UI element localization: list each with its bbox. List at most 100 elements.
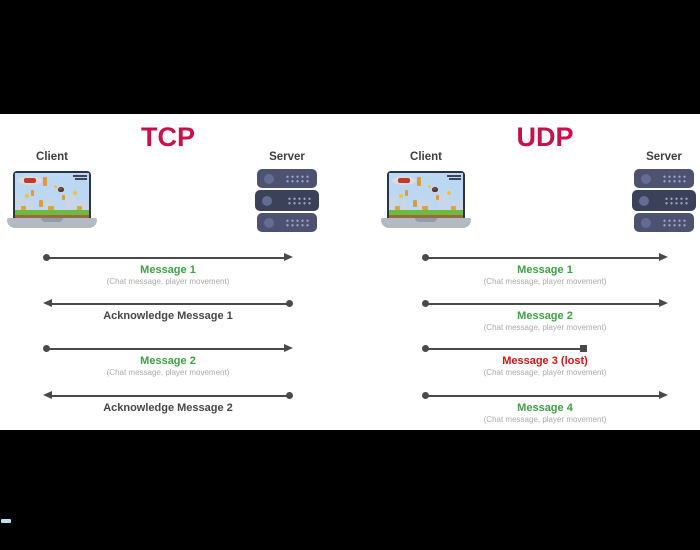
skyline-icon xyxy=(45,198,53,211)
score-text xyxy=(73,175,87,177)
player-character-icon xyxy=(58,187,64,192)
coin-icon xyxy=(73,191,77,195)
laptop-notch xyxy=(41,218,63,222)
falling-item-icon xyxy=(62,195,65,200)
message-subtitle: (Chat message, player movement) xyxy=(106,277,230,286)
blimp-icon xyxy=(392,176,416,185)
score-text xyxy=(449,178,461,180)
video-ui-artifact xyxy=(1,519,11,523)
tcp-message-2-row: Message 2 (Chat message, player movement… xyxy=(43,344,293,377)
tcp-ack-2-row: Acknowledge Message 2 xyxy=(43,391,293,414)
arrowhead-icon xyxy=(284,344,293,352)
game-screenshot xyxy=(389,173,463,218)
falling-item-icon xyxy=(31,190,34,196)
player-character-icon xyxy=(432,187,438,192)
skyline-icon xyxy=(400,201,407,211)
udp-message-4-row: Message 4 (Chat message, player movement… xyxy=(422,391,668,424)
arrowhead-icon xyxy=(659,391,668,399)
message-label: Message 2 xyxy=(140,355,196,367)
udp-panel: UDP Client xyxy=(350,114,700,430)
arrowhead-icon xyxy=(284,253,293,261)
server-rack-icon xyxy=(255,169,319,232)
score-text xyxy=(75,178,87,180)
game-screenshot xyxy=(15,173,89,218)
coin-icon xyxy=(54,185,57,188)
falling-item-icon xyxy=(39,200,43,207)
skyline-icon xyxy=(419,198,427,211)
diagram-canvas: TCP Client xyxy=(0,114,700,523)
server-vents-icon xyxy=(662,218,687,227)
message-subtitle: (Chat message, player movement) xyxy=(483,323,607,332)
grass-ground xyxy=(15,210,89,215)
skyline-icon xyxy=(78,200,89,211)
server-vents-icon xyxy=(287,196,312,205)
dirt-ground xyxy=(389,215,463,218)
lost-square-end-icon xyxy=(580,345,587,352)
arrow-line xyxy=(51,302,290,305)
laptop-notch xyxy=(415,218,437,222)
arrow-line xyxy=(46,256,285,259)
server-light-icon xyxy=(641,217,651,228)
tcp-ack-1-row: Acknowledge Message 1 xyxy=(43,299,293,322)
ground-item-icon xyxy=(422,206,428,210)
blimp-logo xyxy=(398,178,410,183)
origin-dot-icon xyxy=(286,300,293,307)
laptop-base xyxy=(381,218,471,228)
arrow-line xyxy=(46,347,285,350)
ground-item-icon xyxy=(48,206,54,210)
grass-ground xyxy=(389,210,463,215)
ground-item-icon xyxy=(451,206,456,210)
skyline-icon xyxy=(26,201,33,211)
message-label: Message 2 xyxy=(517,310,573,322)
skyline-icon xyxy=(15,196,24,211)
udp-message-3-lost-row: Message 3 (lost) (Chat message, player m… xyxy=(422,344,668,377)
message-subtitle: (Chat message, player movement) xyxy=(483,277,607,286)
arrowhead-icon xyxy=(659,299,668,307)
arrowhead-icon xyxy=(659,253,668,261)
server-vents-icon xyxy=(664,196,689,205)
laptop-icon xyxy=(381,171,471,228)
dirt-ground xyxy=(15,215,89,218)
udp-server: Server xyxy=(632,151,696,234)
laptop-icon xyxy=(7,171,97,228)
udp-client-label: Client xyxy=(410,151,442,163)
message-label: Message 1 xyxy=(517,264,573,276)
message-subtitle: (Chat message, player movement) xyxy=(483,368,607,377)
tcp-client-label: Client xyxy=(36,151,68,163)
ack-label: Acknowledge Message 2 xyxy=(103,402,233,414)
tcp-panel: TCP Client xyxy=(0,114,350,430)
falling-item-icon xyxy=(43,177,47,186)
falling-item-icon xyxy=(413,200,417,207)
arrow-right-icon xyxy=(422,253,668,262)
tcp-client: Client xyxy=(7,151,97,228)
udp-client: Client xyxy=(381,151,471,228)
arrow-line xyxy=(51,394,290,397)
server-unit xyxy=(634,169,694,188)
falling-item-icon xyxy=(417,177,421,186)
player-wing xyxy=(59,188,62,190)
server-light-icon xyxy=(262,195,272,206)
server-unit xyxy=(257,213,317,232)
arrow-right-icon xyxy=(422,299,668,308)
arrowhead-icon xyxy=(43,299,52,307)
arrow-line xyxy=(425,302,660,305)
arrow-left-icon xyxy=(43,391,293,400)
skyline-icon xyxy=(439,194,449,211)
blimp-icon xyxy=(18,176,42,185)
lost-message-line-icon xyxy=(422,344,668,353)
skyline-icon xyxy=(65,194,75,211)
tcp-server: Server xyxy=(255,151,319,234)
arrow-right-icon xyxy=(422,391,668,400)
server-unit xyxy=(634,213,694,232)
ack-label: Acknowledge Message 1 xyxy=(103,310,233,322)
skyline-icon xyxy=(389,196,398,211)
arrow-line xyxy=(425,394,660,397)
message-subtitle: (Chat message, player movement) xyxy=(106,368,230,377)
ground-item-icon xyxy=(77,206,82,210)
ground-item-icon xyxy=(395,206,400,210)
score-text xyxy=(447,175,461,177)
ground-item-icon xyxy=(21,206,26,210)
coin-icon xyxy=(399,194,403,198)
udp-server-label: Server xyxy=(646,151,682,163)
